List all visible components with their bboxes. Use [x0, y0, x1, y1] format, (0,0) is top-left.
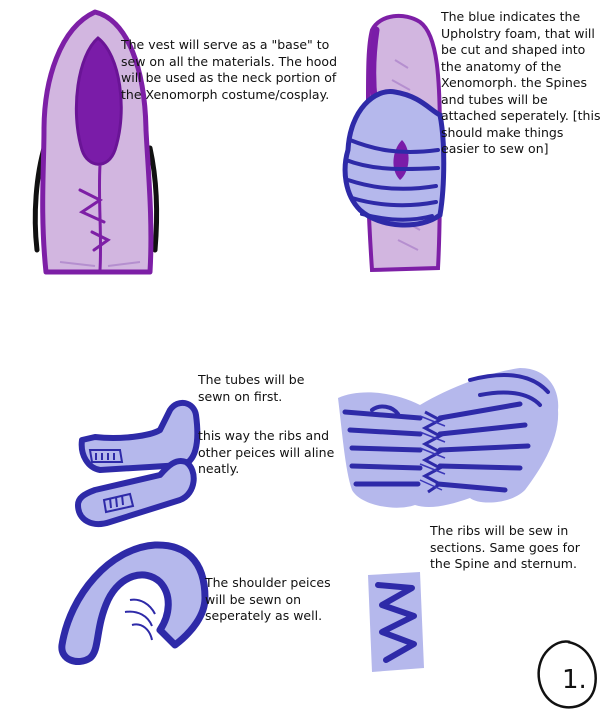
vest-side-marks [391, 59, 421, 251]
tube-lower [75, 458, 197, 527]
vest-hem-stripes [59, 261, 141, 267]
vest-right-strap [147, 145, 160, 253]
spine-crosshatch [419, 415, 446, 491]
shoulder-piece-drawing [58, 541, 209, 665]
note-ribs-sections: The ribs will be sew in sections. Same g… [430, 523, 580, 571]
ribcage-upper-loops [370, 373, 550, 416]
tube-upper-vents [88, 449, 124, 463]
note-tubes-first: The tubes will be sewn on first. [198, 372, 305, 404]
vest-hood-opening [74, 36, 123, 166]
page-number: 1. [562, 665, 587, 695]
ribcage-drawing [338, 368, 559, 508]
ribcage-body [338, 368, 559, 508]
ribcage-ribs [342, 401, 531, 493]
spine-segment-zigzag [375, 582, 417, 663]
spine-center [421, 410, 444, 494]
vest-scribble-marks [78, 188, 111, 252]
spine-segment-drawing [368, 572, 424, 672]
tube-upper [78, 399, 201, 473]
shoulder-piece-ridges [124, 598, 156, 641]
vest-drawing [32, 9, 160, 275]
shoulder-piece [58, 541, 209, 665]
tubes-drawing [75, 399, 201, 527]
note-foam: The blue indicates the Upholstry foam, t… [441, 9, 600, 156]
foam-rib-lines [344, 138, 440, 222]
vest-with-foam-drawing [342, 13, 447, 273]
note-shoulder: The shoulder peices will be sewn on sepe… [205, 575, 331, 623]
note-vest-base: The vest will serve as a "base" to sew o… [121, 37, 338, 102]
note-ribs-align: this way the ribs and other peices will … [198, 428, 335, 476]
vest-center-seam [97, 164, 103, 271]
tube-lower-vents [102, 492, 135, 514]
page-number-circle [537, 640, 597, 709]
page-number-badge: 1. [537, 640, 597, 709]
